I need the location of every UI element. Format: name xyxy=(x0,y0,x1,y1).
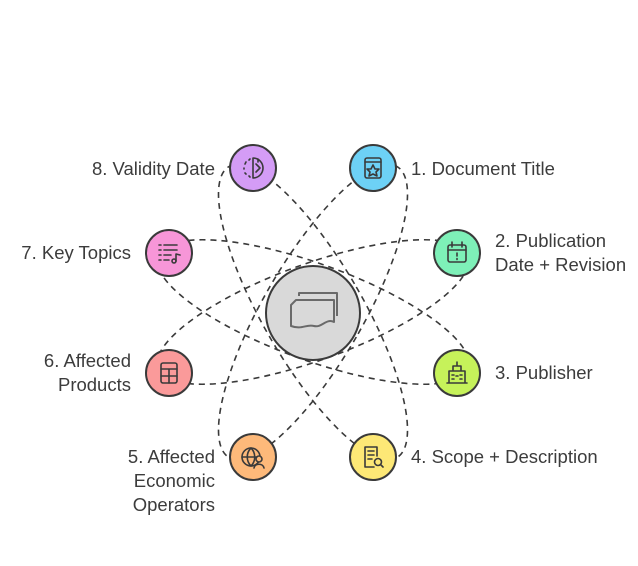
label-line: Economic xyxy=(133,470,215,491)
center-node xyxy=(265,265,361,361)
node-circle xyxy=(349,433,397,481)
orbit-ellipse-vertical-b xyxy=(217,163,409,461)
document-icon xyxy=(290,292,338,329)
node-affected-products xyxy=(145,349,193,397)
star-document-icon xyxy=(364,157,382,179)
document-search-icon xyxy=(364,446,384,468)
label-line: Date + Revision xyxy=(495,254,627,275)
node-publisher xyxy=(433,349,481,397)
label-document-title: 1. Document Title xyxy=(411,157,555,181)
globe-person-icon xyxy=(241,447,265,469)
half-dashed-icon xyxy=(243,157,264,179)
label-key-topics: 7. Key Topics xyxy=(21,241,131,265)
node-key-topics xyxy=(145,229,193,277)
label-line: 7. Key Topics xyxy=(21,242,131,263)
label-economic-operators: 5. Affected Economic Operators xyxy=(128,445,215,517)
building-icon xyxy=(446,361,468,384)
label-line: 8. Validity Date xyxy=(91,158,215,179)
node-publication-date xyxy=(433,229,481,277)
label-line: 3. Publisher xyxy=(495,362,593,383)
label-validity-date: 8. Validity Date xyxy=(92,157,215,181)
label-line: Products xyxy=(57,374,131,395)
label-line: 1. Document Title xyxy=(411,158,555,179)
label-line: 4. Scope + Description xyxy=(411,446,598,467)
label-scope: 4. Scope + Description xyxy=(411,445,598,469)
calendar-alert-icon xyxy=(447,241,467,263)
node-circle xyxy=(145,229,193,277)
list-music-icon xyxy=(158,244,181,264)
label-line: 2. Publication xyxy=(495,230,607,251)
node-economic-operators xyxy=(229,433,277,481)
label-line: Operators xyxy=(132,494,215,515)
label-line: 5. Affected xyxy=(127,446,215,467)
label-line: 6. Affected xyxy=(43,350,131,371)
node-validity-date xyxy=(229,144,277,192)
node-scope xyxy=(349,433,397,481)
node-document-title xyxy=(349,144,397,192)
node-circle xyxy=(433,349,481,397)
orbit-ellipse-vertical-a xyxy=(217,163,409,461)
label-publication-date: 2. Publication Date + Revision xyxy=(495,229,626,277)
label-publisher: 3. Publisher xyxy=(495,361,593,385)
node-circle xyxy=(349,144,397,192)
label-affected-products: 6. Affected Products xyxy=(44,349,131,397)
nodes-layer xyxy=(145,144,481,481)
calculator-icon xyxy=(160,362,178,384)
